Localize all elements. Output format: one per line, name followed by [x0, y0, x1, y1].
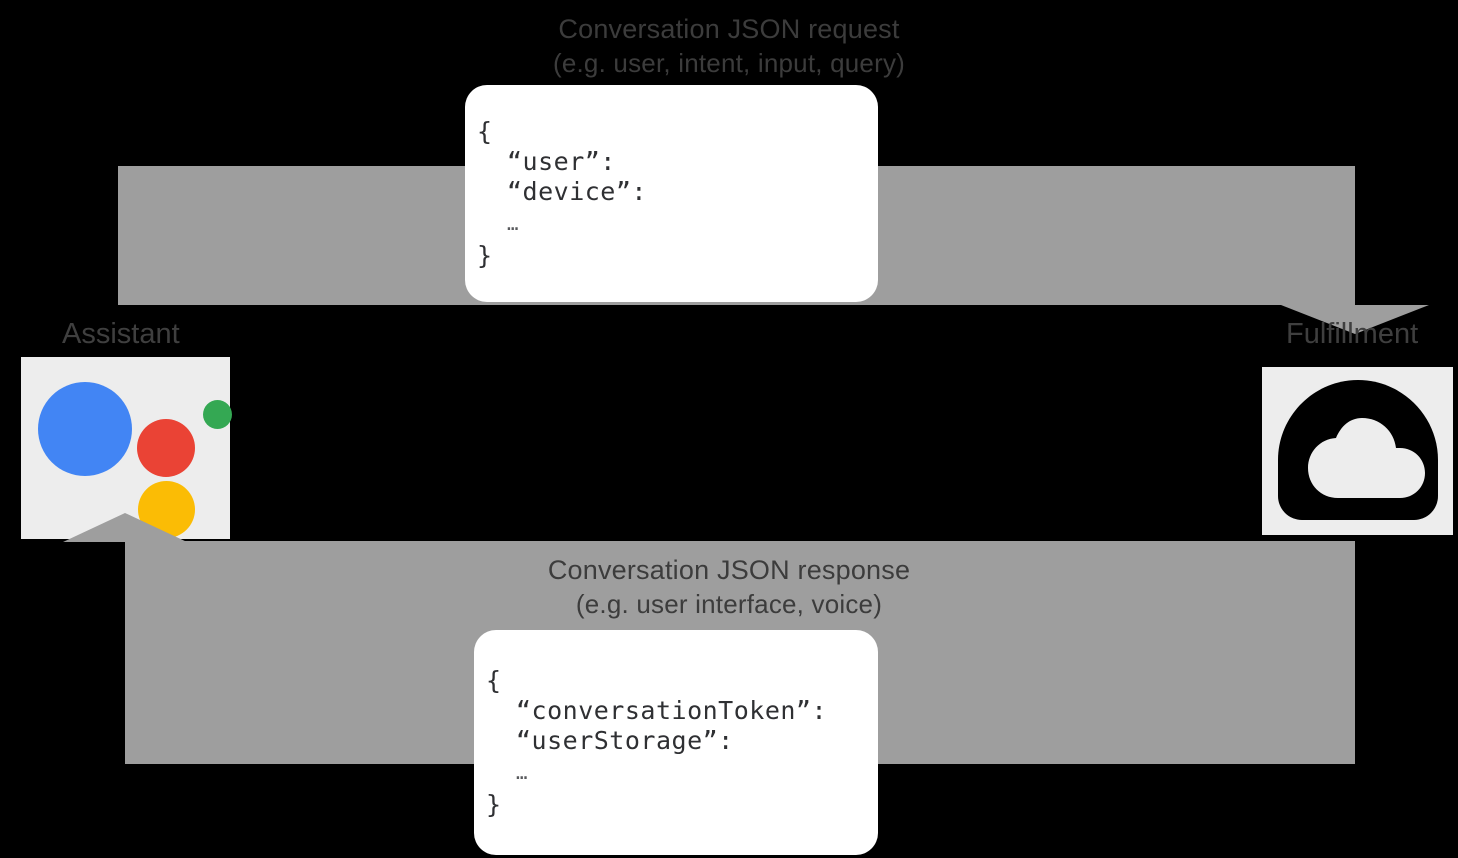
- response-json-key-conversation-token: “conversationToken”:: [516, 696, 828, 725]
- response-json-card: { “conversationToken”: “userStorage”: … …: [474, 630, 878, 855]
- response-arrowhead-icon: [63, 513, 187, 542]
- request-flow-label: Conversation JSON request (e.g. user, in…: [0, 12, 1458, 80]
- request-label-line2: (e.g. user, intent, input, query): [552, 47, 905, 78]
- response-label-line1: Conversation JSON response: [547, 555, 911, 585]
- cloud-icon-tile: [1262, 367, 1453, 535]
- cloud-icon: [1278, 380, 1438, 520]
- request-json-ellipsis: …: [507, 213, 519, 235]
- request-json-card: { “user”: “device”: … }: [465, 85, 878, 302]
- response-label-line2: (e.g. user interface, voice): [575, 588, 883, 619]
- response-flow-label: Conversation JSON response (e.g. user in…: [0, 553, 1458, 621]
- assistant-red-dot-icon: [137, 419, 195, 477]
- response-json-ellipsis: …: [516, 762, 528, 784]
- request-json-key-device: “device”:: [507, 177, 647, 206]
- request-json-key-user: “user”:: [507, 147, 616, 176]
- fulfillment-label: Fulfillment: [1286, 318, 1419, 350]
- google-assistant-icon: [21, 357, 232, 539]
- request-json-open-brace: {: [477, 117, 493, 146]
- response-json-key-user-storage: “userStorage”:: [516, 726, 734, 755]
- request-arrowhead-icon: [1281, 305, 1429, 334]
- assistant-green-dot-icon: [203, 400, 232, 429]
- response-json-close-brace: }: [486, 790, 502, 819]
- assistant-blue-dot-icon: [38, 382, 132, 476]
- response-json-open-brace: {: [486, 666, 502, 695]
- request-json-close-brace: }: [477, 241, 493, 270]
- assistant-label: Assistant: [62, 318, 180, 350]
- request-label-line1: Conversation JSON request: [558, 14, 900, 44]
